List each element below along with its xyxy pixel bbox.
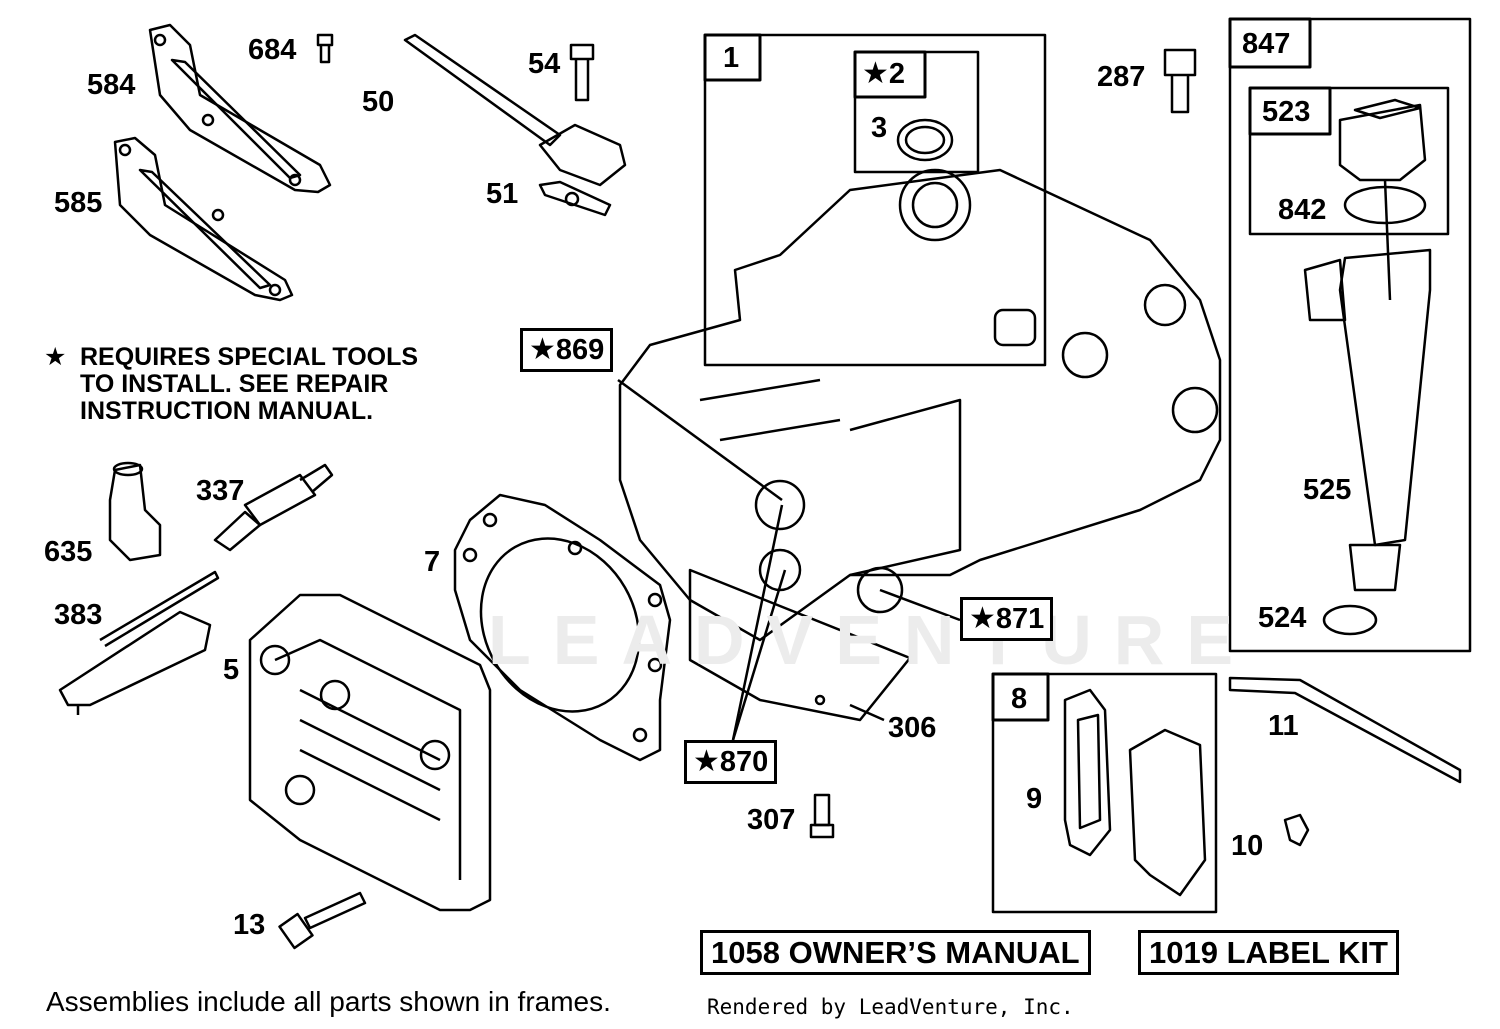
label-525: 525 (1303, 474, 1352, 506)
frame-label-8 (991, 672, 1050, 722)
label-523: 523 (1262, 96, 1311, 128)
star-icon: ★ (44, 343, 67, 371)
gasket-7-shape (453, 493, 672, 762)
frame-assembly-8 (991, 672, 1218, 914)
leader-306 (849, 703, 885, 722)
bolt-10-shape (1283, 813, 1310, 847)
screw-684-shape (316, 33, 334, 64)
bolt-13-shape (278, 891, 367, 950)
frame-label-847 (1228, 17, 1312, 69)
label-869: ★869 (520, 328, 614, 372)
frame-assembly-523 (1248, 86, 1450, 236)
special-tools-note: ★ REQUIRES SPECIAL TOOLS TO INSTALL. SEE … (44, 344, 418, 425)
screw-54-shape (569, 43, 595, 102)
gasket-584-shape (148, 23, 332, 194)
label-51: 51 (486, 178, 519, 210)
breather-9-shape (1063, 688, 1207, 897)
tool-383-shape (58, 570, 220, 715)
label-287: 287 (1097, 61, 1146, 93)
label-9: 9 (1026, 783, 1043, 815)
label-684: 684 (248, 34, 297, 66)
note-line-2: TO INSTALL. SEE REPAIR (80, 370, 389, 398)
dipstick-tube-525-shape (1303, 98, 1432, 636)
label-524: 524 (1258, 602, 1307, 634)
label-337: 337 (196, 475, 245, 507)
label-2-number: 2 (888, 58, 906, 90)
label-869-number: 869 (555, 334, 605, 366)
label-842: 842 (1278, 194, 1327, 226)
label-306: 306 (888, 712, 937, 744)
watermark: LEADVENTURE (488, 601, 1256, 679)
label-871-number: 871 (995, 603, 1045, 635)
dipstick-11-shape (1228, 676, 1462, 784)
label-585: 585 (54, 187, 103, 219)
star-icon: ★ (529, 333, 556, 366)
label-383: 383 (54, 599, 103, 631)
note-line-3: INSTRUCTION MANUAL. (80, 397, 374, 425)
label-7: 7 (424, 546, 441, 578)
frame-label-2 (853, 50, 927, 99)
bolt-287-shape (1163, 48, 1197, 114)
note-line-1: REQUIRES SPECIAL TOOLS (80, 343, 419, 371)
label-635: 635 (44, 536, 93, 568)
owners-manual-box: 1058 OWNER’S MANUAL (700, 930, 1091, 975)
seal-3-shape (896, 118, 954, 162)
boot-635-shape (108, 461, 162, 562)
screw-307-shape (809, 793, 835, 839)
spark-plug-337-shape (213, 463, 334, 552)
label-307: 307 (747, 804, 796, 836)
cylinder-block-shape (618, 168, 1222, 642)
star-icon: ★ (862, 57, 889, 90)
render-credit: Rendered by LeadVenture, Inc. (707, 995, 1074, 1019)
leader-870-b (731, 569, 787, 741)
gasket-585-shape (113, 136, 294, 302)
star-icon: ★ (693, 745, 720, 778)
label-13: 13 (233, 909, 266, 941)
frame-label-523 (1248, 86, 1332, 136)
leader-870-a (731, 504, 784, 741)
frame-assembly-1 (703, 33, 1047, 367)
frame-label-1 (703, 33, 762, 82)
label-kit-box: 1019 LABEL KIT (1138, 930, 1399, 975)
label-2: ★2 (862, 59, 905, 89)
frame-assembly-847 (1228, 17, 1472, 653)
label-1: 1 (723, 42, 740, 74)
tube-50-shape (403, 33, 627, 217)
label-10: 10 (1231, 830, 1264, 862)
label-871: ★871 (960, 597, 1054, 641)
leader-869 (617, 378, 783, 502)
assemblies-note: Assemblies include all parts shown in fr… (46, 986, 611, 1017)
star-icon: ★ (969, 602, 996, 635)
label-54: 54 (528, 48, 561, 80)
gasket-306-shape (688, 568, 912, 722)
label-584: 584 (87, 69, 136, 101)
label-870: ★870 (684, 740, 778, 784)
label-5: 5 (223, 654, 240, 686)
cylinder-head-shape (248, 593, 492, 912)
label-50: 50 (362, 86, 395, 118)
label-870-number: 870 (719, 746, 769, 778)
label-8: 8 (1011, 683, 1028, 715)
label-847: 847 (1242, 28, 1291, 60)
leader-871 (879, 588, 961, 622)
label-11: 11 (1268, 710, 1299, 742)
label-3: 3 (871, 112, 888, 144)
